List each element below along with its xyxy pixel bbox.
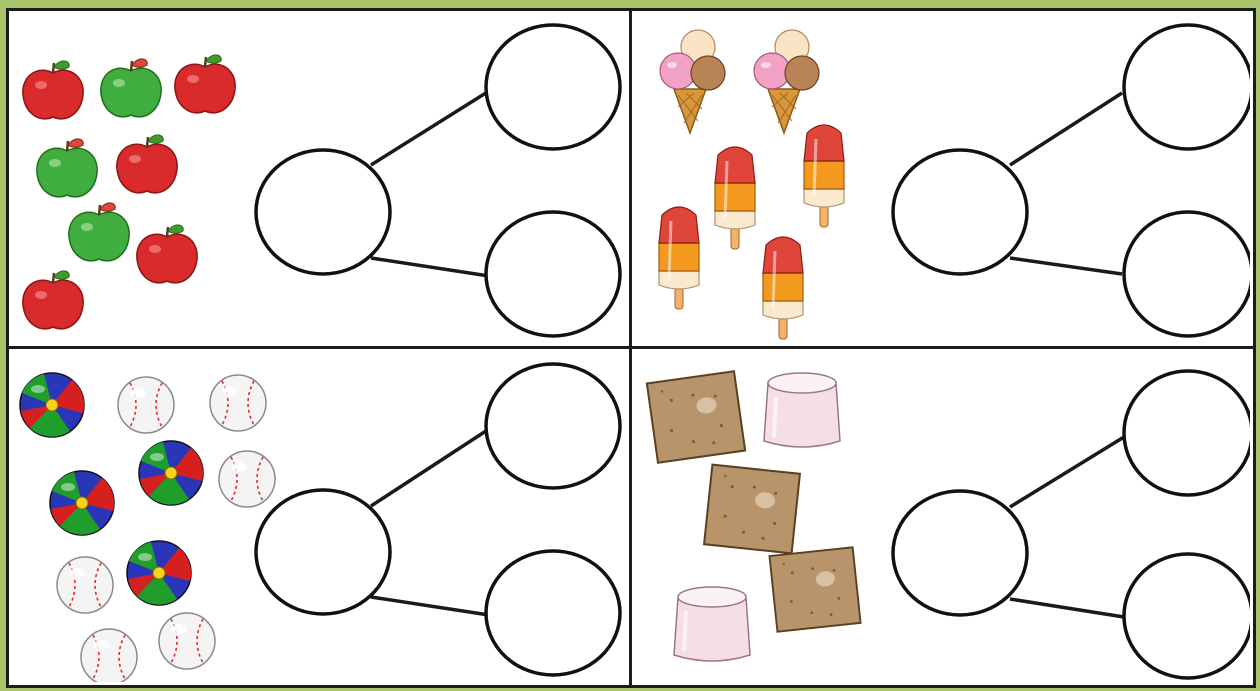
whole-circle[interactable] xyxy=(254,148,392,276)
graham-cracker-icon xyxy=(703,463,801,555)
popsicle-icon xyxy=(713,145,757,251)
part-circle-top[interactable] xyxy=(484,23,622,151)
baseball-icon xyxy=(80,628,138,682)
baseball-icon xyxy=(218,450,276,508)
baseball-icon xyxy=(117,376,175,434)
baseball-icon xyxy=(56,556,114,614)
beach-ball-icon xyxy=(126,540,192,606)
part-circle-bottom[interactable] xyxy=(1122,552,1250,680)
part-circle-top[interactable] xyxy=(484,362,622,490)
bond-line xyxy=(1009,256,1123,276)
panel-frozen-treats xyxy=(632,11,1253,349)
baseball-icon xyxy=(209,374,267,432)
apples-art xyxy=(21,23,622,338)
baseball-icon xyxy=(158,612,216,670)
part-circle-bottom[interactable] xyxy=(484,549,622,677)
bond-line xyxy=(370,89,490,167)
apple-icon xyxy=(35,137,99,198)
popsicle-icon xyxy=(802,123,846,229)
graham-cracker-icon xyxy=(645,370,747,464)
bond-line xyxy=(1009,91,1123,167)
ice-cream-cone-icon xyxy=(659,29,726,134)
panel-smores xyxy=(632,349,1253,685)
bond-line xyxy=(370,427,490,508)
beach-ball-icon xyxy=(49,470,115,536)
popsicle-icon xyxy=(761,235,805,341)
panel-apples xyxy=(9,11,632,349)
apple-icon xyxy=(67,201,131,262)
whole-circle[interactable] xyxy=(891,148,1029,276)
panel-balls xyxy=(9,349,632,685)
apple-icon xyxy=(115,133,179,194)
whole-circle[interactable] xyxy=(254,488,392,616)
apple-icon xyxy=(135,223,199,284)
part-circle-bottom[interactable] xyxy=(1122,210,1250,338)
graham-cracker-icon xyxy=(768,546,862,633)
frozen-treats-art xyxy=(657,23,1250,341)
marshmallow-icon xyxy=(672,585,752,663)
balls-art xyxy=(19,362,622,682)
bond-line xyxy=(1009,597,1125,619)
part-circle-bottom[interactable] xyxy=(484,210,622,338)
apple-icon xyxy=(21,59,85,120)
worksheet xyxy=(6,8,1256,688)
bond-line xyxy=(370,256,490,278)
part-circle-top[interactable] xyxy=(1122,23,1250,151)
popsicle-icon xyxy=(657,205,701,311)
apple-icon xyxy=(173,53,237,114)
ice-cream-cone-icon xyxy=(753,29,820,134)
smores-art xyxy=(645,369,1250,680)
beach-ball-icon xyxy=(19,372,85,438)
bond-line xyxy=(370,595,490,617)
bond-line xyxy=(1009,435,1125,509)
apple-icon xyxy=(21,269,85,330)
beach-ball-icon xyxy=(138,440,204,506)
whole-circle[interactable] xyxy=(891,489,1029,617)
part-circle-top[interactable] xyxy=(1122,369,1250,497)
marshmallow-icon xyxy=(762,371,842,449)
apple-icon xyxy=(99,57,163,118)
